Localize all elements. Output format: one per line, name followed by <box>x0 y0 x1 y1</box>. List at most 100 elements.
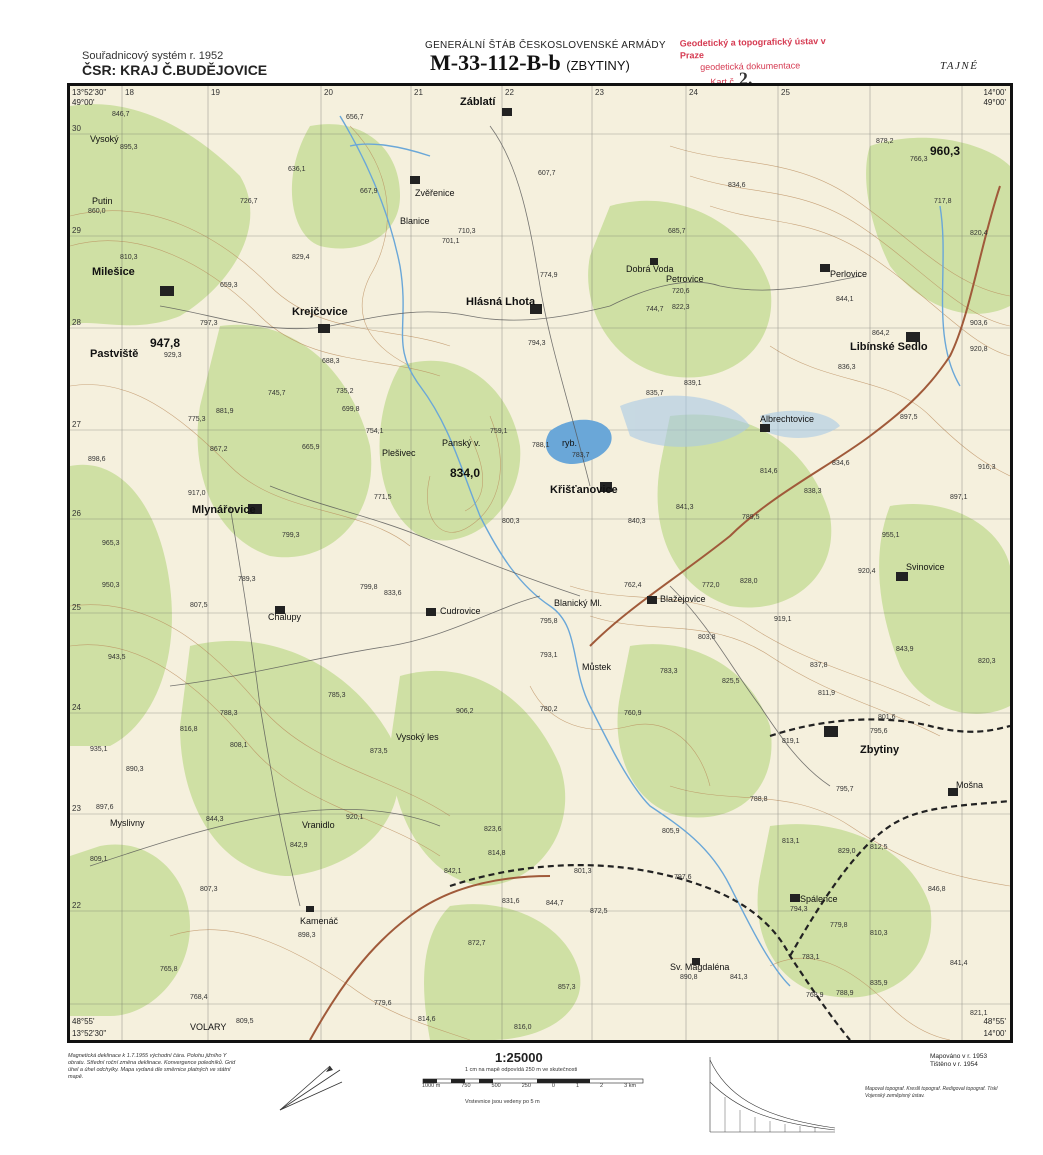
declination-diagram-icon <box>279 1065 343 1111</box>
spot-height: 807,3 <box>200 886 218 893</box>
spot-height: 814,8 <box>488 850 506 857</box>
spot-height: 955,1 <box>882 532 900 539</box>
printed-year: Tištěno v r. 1954 <box>930 1061 978 1068</box>
corner-coord-tr: 14°00' <box>983 88 1006 97</box>
corner-coord-br: 14°00' <box>983 1029 1006 1038</box>
spot-height: 841,3 <box>730 974 748 981</box>
spot-height: 950,3 <box>102 582 120 589</box>
spot-height: 710,3 <box>458 228 476 235</box>
spot-height: 775,3 <box>188 416 206 423</box>
spot-height: 788,1 <box>532 442 550 449</box>
spot-height: 897,6 <box>96 804 114 811</box>
coordinate-system-note: Souřadnicový systém r. 1952 <box>82 50 224 62</box>
place-label: Libínské Sedlo <box>850 341 928 353</box>
place-label: Krejčovice <box>292 306 348 318</box>
spot-height: 607,7 <box>538 170 556 177</box>
spot-height: 735,2 <box>336 388 354 395</box>
spot-height: 821,1 <box>970 1010 988 1017</box>
spot-height: 801,6 <box>878 714 896 721</box>
spot-height: 794,3 <box>528 340 546 347</box>
region-title: ČSR: KRAJ Č.BUDĚJOVICE <box>82 62 268 78</box>
spot-height: 929,3 <box>164 352 182 359</box>
spot-height: 846,7 <box>112 111 130 118</box>
topographic-map[interactable] <box>70 86 1010 1040</box>
coordinate-grid <box>70 86 1010 1040</box>
spot-height: 839,1 <box>684 380 702 387</box>
spot-height: 794,3 <box>790 906 808 913</box>
scale-ticks: 1000 m 750 500 250 0 1 2 3 km <box>422 1083 636 1089</box>
place-label: Záblatí <box>460 96 496 108</box>
place-label: VOLARY <box>190 1022 227 1032</box>
spot-height: 785,3 <box>328 692 346 699</box>
grid-label-left: 30 <box>72 124 81 133</box>
river-label: Blanice <box>400 216 430 226</box>
spot-height: 799,3 <box>282 532 300 539</box>
spot-height: 920,8 <box>970 346 988 353</box>
spot-height: 844,7 <box>546 900 564 907</box>
spot-height: 808,1 <box>230 742 248 749</box>
spot-height: 779,6 <box>374 1000 392 1007</box>
spot-height: 820,4 <box>970 230 988 237</box>
contour-interval-note: Vrstevnice jsou vedeny po 5 m <box>465 1099 540 1105</box>
spot-height: 898,3 <box>298 932 316 939</box>
spot-height: 838,3 <box>804 488 822 495</box>
spot-height: 659,3 <box>220 282 238 289</box>
spot-height: 667,9 <box>360 188 378 195</box>
place-label: Dobrá Voda <box>626 264 674 274</box>
spot-height: 760,9 <box>624 710 642 717</box>
peak-elevation: 834,0 <box>450 466 481 480</box>
grid-label-left: 23 <box>72 804 81 813</box>
spot-height: 701,1 <box>442 238 460 245</box>
spot-height: 829,0 <box>838 848 856 855</box>
spot-height: 906,2 <box>456 708 474 715</box>
place-label: Petrovice <box>666 274 704 284</box>
railway <box>449 718 1010 1040</box>
spot-height: 795,7 <box>836 786 854 793</box>
corner-coord-bl: 13°52'30" <box>72 1029 107 1038</box>
map-scale: 1:25000 <box>495 1050 543 1065</box>
spot-height: 765,8 <box>160 966 178 973</box>
spot-height: 797,3 <box>200 320 218 327</box>
scale-tick: 0 <box>551 1083 555 1089</box>
spot-height: 831,6 <box>502 898 520 905</box>
place-label: Mošna <box>956 780 984 790</box>
spot-height: 828,0 <box>740 578 758 585</box>
spot-height: 864,2 <box>872 330 890 337</box>
spot-height: 881,9 <box>216 408 234 415</box>
place-label: Vysoký <box>90 134 119 144</box>
institute-stamp: Geodetický a topografický ústav v Praze … <box>680 35 851 89</box>
place-label: Putin <box>92 196 113 206</box>
spot-height: 685,7 <box>668 228 686 235</box>
spot-height: 816,8 <box>180 726 198 733</box>
place-label: Spálence <box>800 894 838 904</box>
spot-height: 801,3 <box>574 868 592 875</box>
spot-height: 919,1 <box>774 616 792 623</box>
spot-height: 788,9 <box>836 990 854 997</box>
spot-height: 867,2 <box>210 446 228 453</box>
spot-height: 834,6 <box>728 182 746 189</box>
spot-height: 846,8 <box>928 886 946 893</box>
sheet-name: (ZBYTINY) <box>566 58 630 73</box>
sheet-code: M-33-112-B-b (ZBYTINY) <box>430 50 630 76</box>
place-label: Chalupy <box>268 612 302 622</box>
spot-height: 766,3 <box>910 156 928 163</box>
map-frame[interactable]: 13°52'30" 49°00' 14°00' 49°00' 48°55' 13… <box>67 83 1013 1043</box>
spot-height: 768,4 <box>190 994 208 1001</box>
spot-height: 813,1 <box>782 838 800 845</box>
spot-height: 772,0 <box>702 582 720 589</box>
spot-height: 835,9 <box>870 980 888 987</box>
grid-label-top: 20 <box>324 88 333 97</box>
spot-height: 836,3 <box>838 364 856 371</box>
settlements <box>160 108 958 965</box>
place-label: Sv. Magdaléna <box>670 962 730 972</box>
scale-tick: 2 <box>600 1083 604 1089</box>
spot-height: 656,7 <box>346 114 364 121</box>
peak-elevation: 960,3 <box>930 144 961 158</box>
spot-height: 720,6 <box>672 288 690 295</box>
place-label: Plešivec <box>382 448 416 458</box>
spot-height: 636,1 <box>288 166 306 173</box>
scale-tick: 250 <box>521 1083 531 1089</box>
spot-height: 819,1 <box>782 738 800 745</box>
place-label: Vranidlo <box>302 820 335 830</box>
spot-height: 872,5 <box>590 908 608 915</box>
